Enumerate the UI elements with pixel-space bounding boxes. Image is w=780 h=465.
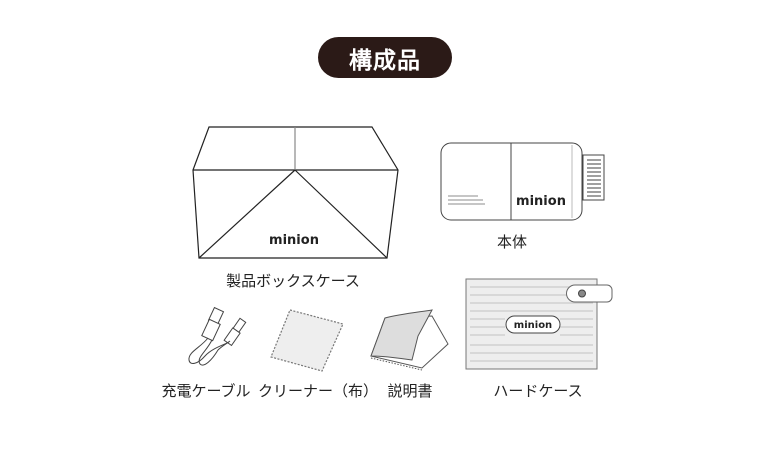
section-title-badge: 構成品	[318, 37, 452, 78]
label-manual: 説明書	[387, 382, 433, 400]
label-hardcase: ハードケース	[493, 382, 583, 400]
box-logo: minion	[269, 233, 319, 248]
label-cloth: クリーナー（布）	[257, 382, 379, 400]
hardcase-logo: minion	[514, 320, 552, 331]
label-device: 本体	[496, 233, 528, 251]
section-title: 構成品	[349, 47, 421, 74]
label-box: 製品ボックスケース	[226, 272, 360, 290]
device-logo: minion	[516, 194, 566, 209]
label-cable: 充電ケーブル	[161, 382, 251, 400]
